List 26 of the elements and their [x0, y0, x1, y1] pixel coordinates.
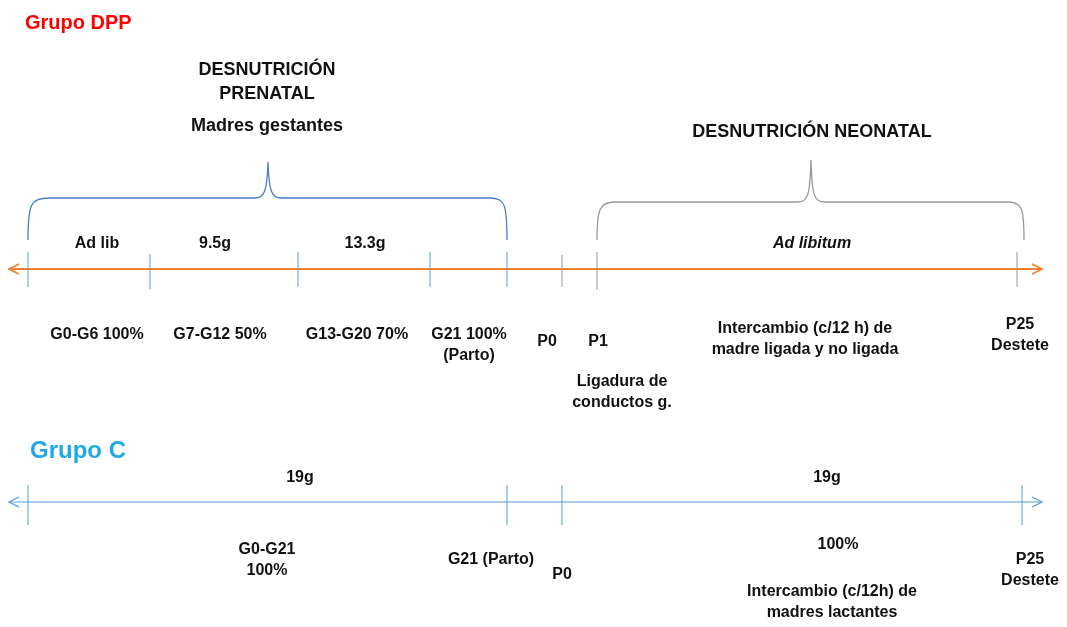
timeline-label: 19g — [812, 467, 842, 487]
group-title: Grupo C — [30, 436, 127, 464]
group-title: Grupo DPP — [25, 10, 133, 34]
timeline-label: Ad libitum — [771, 233, 853, 253]
timeline-label: G7-G12 50% — [172, 324, 268, 344]
phase-heading: DESNUTRICIÓN PRENATAL — [197, 57, 337, 105]
timeline-label: 9.5g — [198, 233, 232, 253]
timeline-label: Intercambio (c/12h) de madres lactantes — [746, 581, 918, 622]
phase-heading: DESNUTRICIÓN NEONATAL — [691, 119, 933, 143]
timeline-label: Ad lib — [73, 233, 121, 253]
timeline-label: P1 — [587, 331, 609, 351]
timeline-label: G0-G6 100% — [49, 324, 145, 344]
timeline-label: G0-G21 100% — [237, 539, 297, 580]
timeline-label: G21 100% (Parto) — [430, 324, 508, 365]
timeline-label: 19g — [285, 467, 315, 487]
timeline-label: P25 Destete — [1000, 549, 1060, 590]
timeline-label: 100% — [816, 534, 860, 554]
timeline-label: G13-G20 70% — [304, 324, 410, 344]
timeline-label: Intercambio (c/12 h) de madre ligada y no ligada — [710, 318, 900, 359]
timeline-label: P0 — [551, 564, 573, 584]
timeline-label: G21 (Parto) — [446, 549, 536, 569]
timeline-label: 13.3g — [343, 233, 387, 253]
timeline-label: P0 — [536, 331, 558, 351]
phase-heading: Madres gestantes — [189, 114, 345, 137]
timeline-label: Ligadura de conductos g. — [571, 371, 673, 412]
timeline-label: P25 Destete — [990, 314, 1050, 355]
